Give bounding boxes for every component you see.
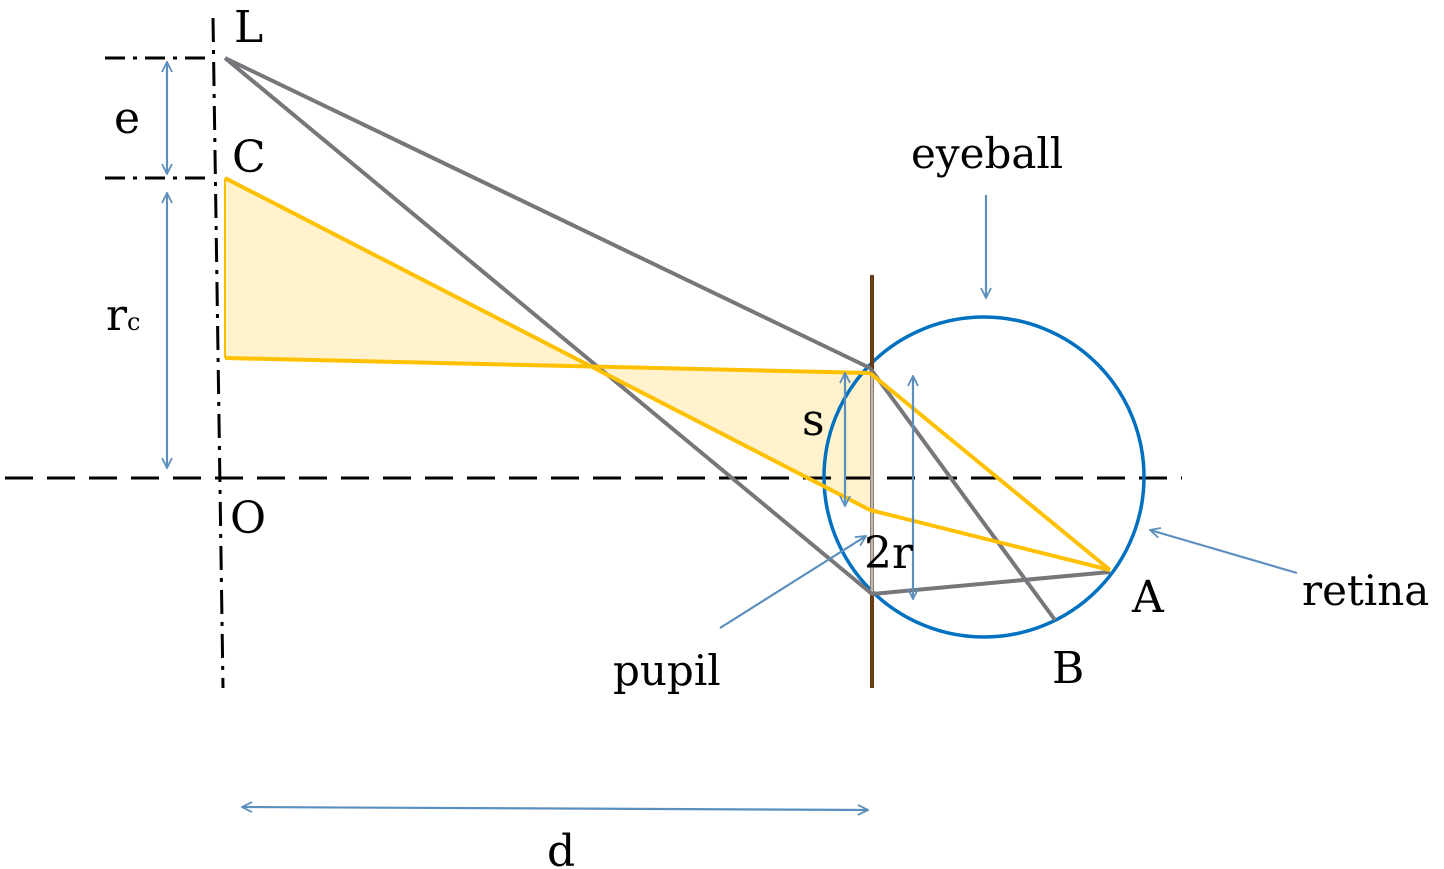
retina-pointer-arrow [1150,530,1298,575]
light-cone-fill-right [596,368,870,512]
ray-L-to-pupil-bottom [223,56,874,596]
label-pupil: pupil [613,646,721,695]
label-s: s [802,395,825,446]
label-e: e [114,93,140,144]
ray-inner-to-pupil-top [224,356,871,375]
eyeball-circle [822,315,1146,639]
ray-L-to-pupil-top [224,56,871,370]
dimension-d-arrow [242,807,868,810]
label-A: A [1131,572,1165,623]
label-B: B [1052,643,1084,694]
label-rc-main: r [106,290,128,341]
vertical-reference-line [211,17,225,689]
label-2r: 2r [864,528,914,579]
label-d: d [547,826,575,869]
label-rc: rc [106,290,141,341]
ray-pupil-top-to-B [868,366,1057,622]
ray-C-to-pupil-bottom [224,176,871,512]
pupil-pointer-arrow [719,536,866,629]
label-eyeball: eyeball [911,129,1063,178]
label-C: C [232,132,266,183]
label-O: O [230,493,266,544]
label-rc-subscript: c [127,308,140,336]
label-L: L [234,2,263,53]
label-retina: retina [1302,566,1429,615]
